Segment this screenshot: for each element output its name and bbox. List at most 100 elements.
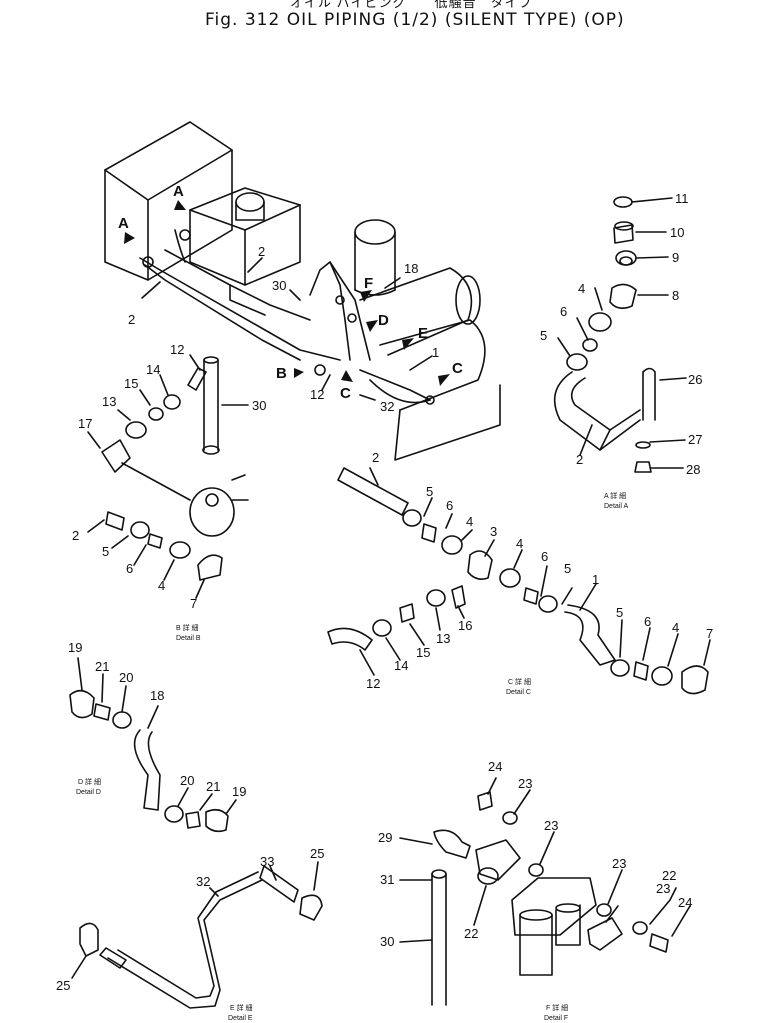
part-number: 12 (310, 387, 324, 402)
caption-detail-b: Detail B (176, 635, 201, 642)
part-number: 15 (416, 645, 430, 660)
part-number: 24 (678, 895, 692, 910)
part-number: 17 (78, 416, 92, 431)
callout-f: F (364, 275, 373, 292)
part-number: 2 (72, 528, 79, 543)
part-number: 20 (180, 773, 194, 788)
part-number: 13 (102, 394, 116, 409)
part-number: 5 (564, 561, 571, 576)
part-number: 6 (541, 549, 548, 564)
part-number: 2 (576, 452, 583, 467)
part-number: 6 (560, 304, 567, 319)
part-number: 33 (260, 854, 274, 869)
part-number: 1 (432, 345, 439, 360)
detail-e (71, 861, 323, 1009)
detail-b (87, 354, 249, 599)
part-number: 32 (380, 399, 394, 414)
part-number: 7 (190, 596, 197, 611)
part-number: 6 (644, 614, 651, 629)
caption-detail-c-jp: C 詳 細 (508, 677, 531, 686)
part-number: 23 (656, 881, 670, 896)
caption-detail-f: Detail F (544, 1015, 568, 1022)
part-number: 5 (426, 484, 433, 499)
callout-arrow (438, 374, 450, 386)
part-number: 30 (380, 934, 394, 949)
part-number-labels: 2 2 30 18 1 12 32 11 10 9 8 4 6 5 26 27 … (56, 191, 713, 993)
callout-arrow (124, 232, 135, 244)
part-number: 13 (436, 631, 450, 646)
caption-detail-d-jp: D 詳 細 (78, 777, 101, 786)
callout-b: B (276, 365, 287, 382)
part-number: 6 (446, 498, 453, 513)
caption-detail-d: Detail D (76, 789, 101, 796)
part-number: 23 (612, 856, 626, 871)
callout-d: D (378, 312, 389, 329)
part-number: 2 (372, 450, 379, 465)
part-number: 27 (688, 432, 702, 447)
part-number: 5 (540, 328, 547, 343)
callout-arrow (366, 320, 378, 332)
caption-detail-e-jp: E 詳 細 (230, 1003, 253, 1012)
callout-letters: A A B C C D E F (118, 183, 463, 402)
part-number: 19 (232, 784, 246, 799)
detail-f (399, 777, 691, 1006)
part-number: 23 (518, 776, 532, 791)
part-number: 12 (170, 342, 184, 357)
part-number: 32 (196, 874, 210, 889)
caption-detail-c: Detail C (506, 689, 531, 696)
part-number: 15 (124, 376, 138, 391)
main-machine-assembly (104, 121, 501, 461)
detail-c (327, 467, 711, 695)
part-number: 22 (464, 926, 478, 941)
caption-detail-a-jp: A 詳 細 (604, 491, 626, 500)
part-number: 10 (670, 225, 684, 240)
part-number: 25 (56, 978, 70, 993)
caption-detail-e: Detail E (228, 1015, 253, 1022)
detail-a (553, 196, 687, 473)
part-number: 29 (378, 830, 392, 845)
figure-title-japanese: オイル パイピング 低騒音 タイプ (290, 0, 533, 10)
callout-arrows (124, 200, 450, 386)
part-number: 8 (672, 288, 679, 303)
part-number: 20 (119, 670, 133, 685)
callout-a: A (118, 215, 129, 232)
part-number: 1 (592, 572, 599, 587)
part-number: 4 (672, 620, 679, 635)
callout-arrow (341, 370, 353, 382)
part-number: 28 (686, 462, 700, 477)
callout-c: C (452, 360, 463, 377)
part-number: 22 (662, 868, 676, 883)
callout-c: C (340, 385, 351, 402)
callout-arrow (360, 290, 372, 302)
part-number: 7 (706, 626, 713, 641)
caption-detail-b-jp: B 詳 細 (176, 623, 199, 632)
part-number: 31 (380, 872, 394, 887)
part-number: 16 (458, 618, 472, 633)
part-number: 24 (488, 759, 502, 774)
part-number: 5 (616, 605, 623, 620)
part-number: 4 (466, 514, 473, 529)
part-number: 5 (102, 544, 109, 559)
caption-detail-f-jp: F 詳 細 (546, 1003, 568, 1012)
part-number: 11 (675, 191, 689, 206)
callout-e: E (418, 325, 428, 342)
part-number: 2 (258, 244, 265, 259)
detail-d (69, 657, 237, 833)
part-number: 26 (688, 372, 702, 387)
part-number: 4 (158, 578, 165, 593)
part-number: 19 (68, 640, 82, 655)
callout-arrow (402, 338, 414, 350)
part-number: 14 (146, 362, 160, 377)
caption-detail-a: Detail A (604, 503, 628, 510)
part-number: 25 (310, 846, 324, 861)
part-number: 21 (95, 659, 109, 674)
part-number: 23 (544, 818, 558, 833)
figure-title: Fig. 312 OIL PIPING (1/2) (SILENT TYPE) … (205, 10, 625, 30)
part-number: 12 (366, 676, 380, 691)
part-number: 4 (516, 536, 523, 551)
part-number: 30 (272, 278, 286, 293)
part-number: 21 (206, 779, 220, 794)
callout-a: A (173, 183, 184, 200)
callout-arrow (294, 368, 304, 378)
